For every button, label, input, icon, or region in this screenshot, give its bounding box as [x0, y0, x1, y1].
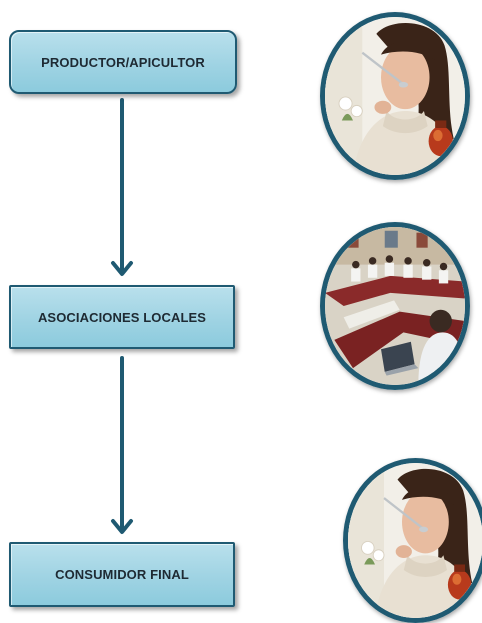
- node-label: PRODUCTOR/APICULTOR: [41, 54, 205, 70]
- node-consumidor-final: CONSUMIDOR FINAL: [9, 542, 235, 607]
- node-label: CONSUMIDOR FINAL: [55, 567, 189, 582]
- node-label: ASOCIACIONES LOCALES: [37, 309, 207, 325]
- photo-woman-tasting-honey: [320, 12, 470, 180]
- node-productor-apicultor: PRODUCTOR/APICULTOR: [9, 30, 237, 94]
- arrow-productor-to-asociaciones: [111, 98, 133, 276]
- arrow-asociaciones-to-consumidor: [111, 356, 133, 534]
- node-asociaciones-locales: ASOCIACIONES LOCALES: [9, 285, 235, 349]
- photo-meeting-room: [320, 222, 470, 390]
- photo-woman-tasting-honey: [343, 458, 482, 623]
